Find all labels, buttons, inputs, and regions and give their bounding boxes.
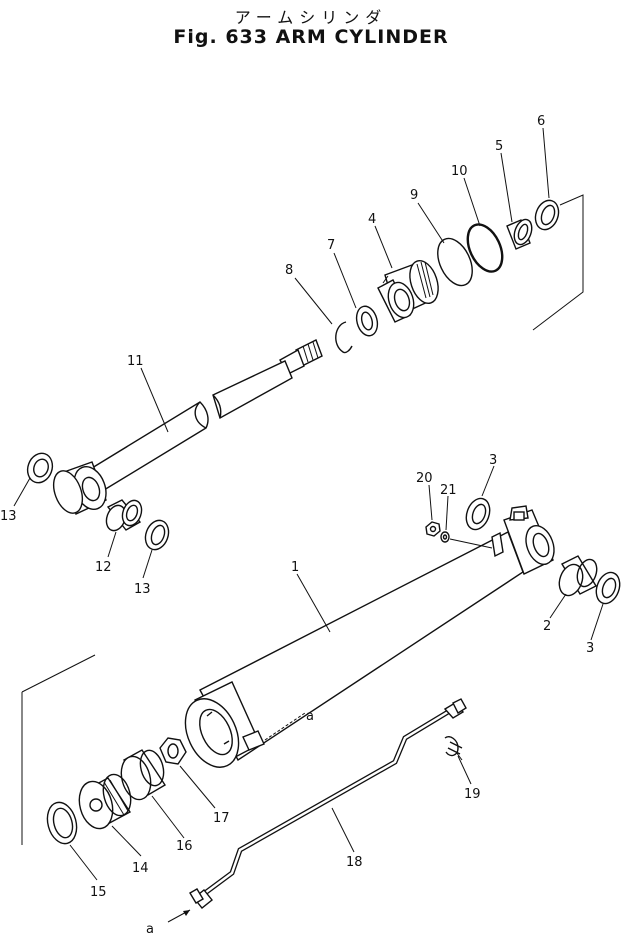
upper-group-bracket (532, 194, 584, 331)
part-9-backup-ring (437, 237, 473, 287)
callout-5: 5 (495, 139, 503, 154)
part-6-ring (534, 199, 560, 231)
part-5-bushing (506, 218, 533, 250)
callout-7: 7 (327, 238, 335, 253)
callout-19: 19 (464, 787, 481, 802)
callout-15: 15 (90, 885, 107, 900)
part-1-cylinder-tube (184, 505, 555, 768)
part-15-ring (46, 801, 78, 845)
part-8-snap-ring (335, 321, 353, 354)
bolt-axis-line (449, 538, 493, 549)
part-13-ring-left (26, 452, 54, 484)
part-2-bushing (558, 555, 598, 597)
part-21-washer (440, 531, 450, 543)
part-3-ring-upper (465, 497, 491, 531)
callout-17: 17 (213, 811, 230, 826)
connection-label-a-bottom: a (146, 922, 154, 934)
callout-16: 16 (176, 839, 193, 854)
part-20-nut (425, 521, 441, 537)
callout-1: 1 (291, 560, 299, 575)
connection-a-tube-end: a (146, 909, 191, 934)
callout-2: 2 (543, 619, 551, 634)
callout-6: 6 (537, 114, 545, 129)
callout-3-upper: 3 (489, 453, 497, 468)
callout-4: 4 (368, 212, 376, 227)
callout-20: 20 (416, 471, 433, 486)
part-12-bushing (105, 499, 143, 532)
part-17-nut (159, 737, 187, 765)
part-16-wear-ring (120, 749, 166, 801)
part-13-ring-middle (144, 519, 170, 551)
part-4-cylinder-head (377, 259, 439, 323)
part-11-piston-rod (52, 339, 323, 515)
callout-3-lower: 3 (586, 641, 594, 656)
callout-13-middle: 13 (134, 582, 151, 597)
callout-13-left: 13 (0, 509, 17, 524)
callout-9: 9 (410, 188, 418, 203)
figure-title: Fig. 633 ARM CYLINDER (173, 26, 449, 48)
part-19-clip (444, 736, 463, 761)
callout-11: 11 (127, 354, 144, 369)
part-10-o-ring (466, 223, 504, 273)
figure-title-japanese: アームシリンダ (234, 8, 388, 27)
callout-21: 21 (440, 483, 457, 498)
part-7-ring (355, 305, 379, 337)
part-14-piston (78, 773, 132, 830)
callout-18: 18 (346, 855, 363, 870)
connection-label-a-top: a (306, 709, 314, 724)
connection-a-cylinder-port: a (264, 709, 314, 741)
part-3-ring-lower (595, 571, 621, 605)
callout-12: 12 (95, 560, 112, 575)
callout-8: 8 (285, 263, 293, 278)
callout-numbers: 6 5 10 9 4 7 8 11 13 12 13 1 20 21 3 2 3… (0, 114, 594, 900)
callout-10: 10 (451, 164, 468, 179)
part-18-hydraulic-tube (189, 698, 467, 909)
leader-lines (13, 127, 604, 881)
lower-group-bracket-top (21, 654, 96, 693)
callout-14: 14 (132, 861, 149, 876)
